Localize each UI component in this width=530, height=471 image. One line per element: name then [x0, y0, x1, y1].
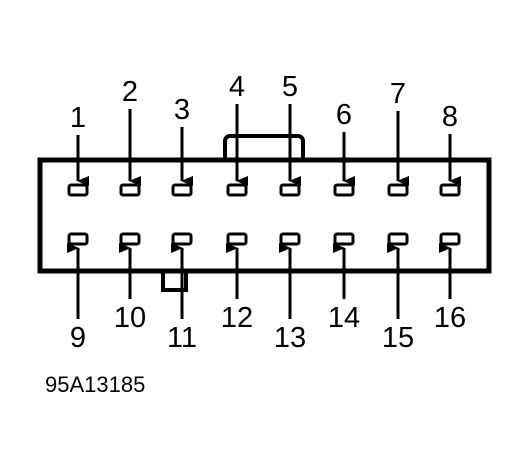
pin-7-label: 7	[390, 78, 406, 110]
connector-body	[37, 157, 492, 274]
pin-8-label: 8	[442, 101, 458, 133]
pin-6-terminal	[333, 183, 355, 197]
pin-4-terminal	[226, 183, 248, 197]
pin-15-label: 15	[382, 322, 414, 354]
pin-3-label: 3	[174, 94, 190, 126]
pin-12-terminal	[226, 232, 248, 246]
pin-4-label: 4	[229, 71, 245, 103]
reference-code: 95A13185	[45, 372, 145, 397]
pin-5-terminal	[279, 183, 301, 197]
pin-14-terminal	[333, 232, 355, 246]
pin-7-terminal	[387, 183, 409, 197]
connector-bottom-key	[161, 271, 188, 292]
pin-10-terminal	[119, 232, 141, 246]
pin-9-label: 9	[70, 322, 86, 354]
pin-2-terminal	[119, 183, 141, 197]
pin-2-label: 2	[122, 76, 138, 108]
pin-11-terminal	[171, 232, 193, 246]
pin-5-label: 5	[282, 71, 298, 103]
pin-1-terminal	[67, 183, 89, 197]
top-pin-row: 1 2 3 4 5 6 7 8	[67, 71, 461, 197]
pin-12-label: 12	[221, 302, 253, 334]
pin-14-label: 14	[328, 302, 360, 334]
pin-1-label: 1	[70, 102, 86, 134]
bottom-pin-row: 9 10 11 12 13 14 15 16	[67, 232, 466, 354]
pin-15-terminal	[387, 232, 409, 246]
pin-8-terminal	[439, 183, 461, 197]
pin-11-label: 11	[167, 322, 197, 354]
pin-3-terminal	[171, 183, 193, 197]
pin-10-label: 10	[114, 302, 146, 334]
pin-13-terminal	[279, 232, 301, 246]
pin-9-terminal	[67, 232, 89, 246]
pin-16-label: 16	[434, 302, 466, 334]
pin-13-label: 13	[274, 322, 306, 354]
pin-16-terminal	[439, 232, 461, 246]
pin-6-label: 6	[336, 99, 352, 131]
